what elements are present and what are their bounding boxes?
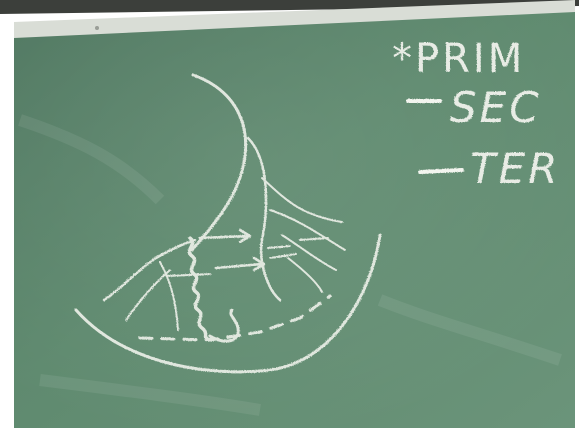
text-ter: TER bbox=[470, 144, 560, 193]
bowl-outline bbox=[74, 233, 382, 374]
small-arrow-1 bbox=[299, 237, 329, 241]
arrow-1-head bbox=[238, 228, 252, 244]
chalk-diagram bbox=[74, 73, 382, 374]
right-arc-5 bbox=[287, 257, 323, 293]
right-arc-4 bbox=[281, 234, 337, 271]
board-smudge bbox=[14, 10, 575, 428]
small-arrow-2 bbox=[267, 245, 291, 249]
arrow-4 bbox=[167, 273, 211, 277]
frame-screw bbox=[95, 26, 99, 30]
text-sec: SEC bbox=[450, 83, 542, 132]
arrow-3 bbox=[269, 253, 297, 259]
arrow-1 bbox=[198, 234, 250, 240]
eraser-marks bbox=[18, 114, 562, 416]
dashed-base bbox=[138, 294, 332, 342]
dash-ter bbox=[418, 168, 464, 174]
right-arc-1 bbox=[246, 136, 282, 302]
text-prim: *PRIM bbox=[392, 36, 525, 82]
arrow-2-head bbox=[252, 256, 266, 272]
chalk-text-group: *PRIM SEC TER bbox=[392, 36, 560, 193]
arrow-2 bbox=[214, 262, 264, 270]
squiggle-hook bbox=[208, 308, 240, 343]
left-arc-1 bbox=[102, 238, 197, 302]
left-arc-3 bbox=[159, 261, 179, 331]
board-frame-top bbox=[14, 0, 575, 38]
squiggle-column bbox=[187, 236, 214, 342]
right-arc-3 bbox=[269, 209, 346, 251]
right-arc-2 bbox=[261, 177, 343, 223]
central-curve bbox=[190, 73, 248, 252]
top-shadow bbox=[0, 0, 579, 14]
